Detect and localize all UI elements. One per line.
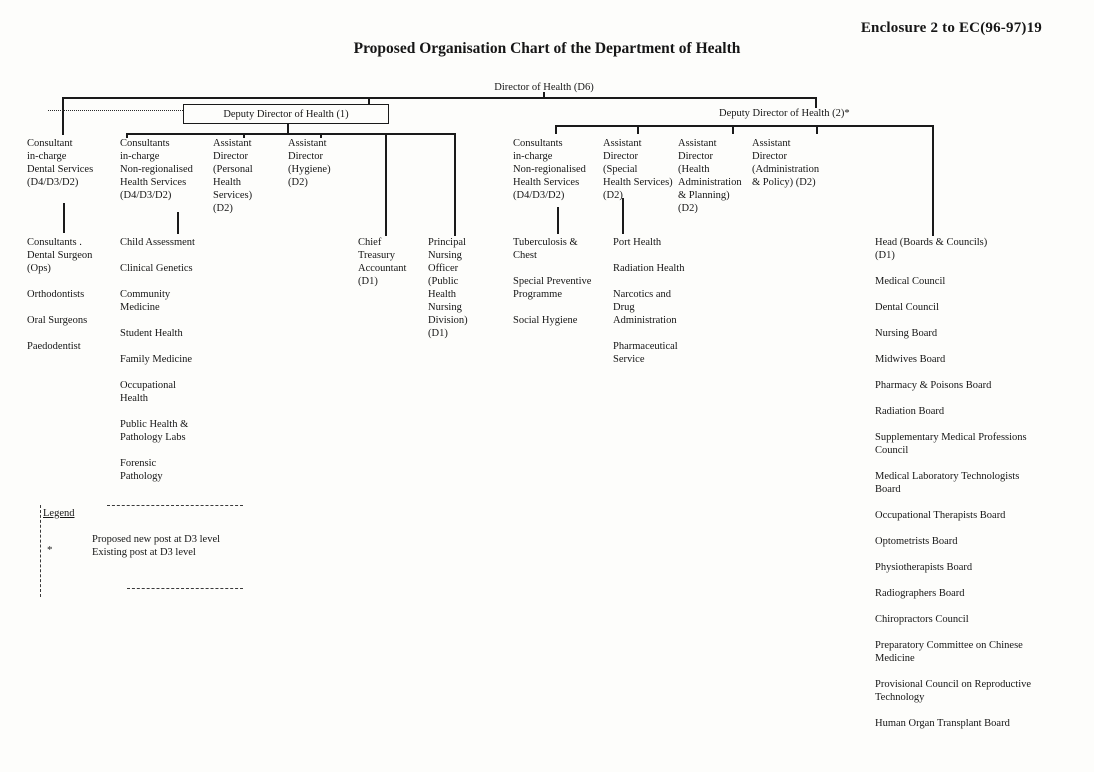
connector-line [543,92,545,99]
node-principal-nursing-officer: Principal Nursing Officer (Public Health… [428,237,468,339]
connector-line [287,124,289,134]
list-item: Public Health & Pathology Labs [120,419,189,443]
list-item: Forensic Pathology [120,458,163,482]
deputy-1-label: Deputy Director of Health (1) [223,108,349,120]
list-item: Radiation Board [875,406,945,417]
connector-line [126,133,128,138]
list-item: Consultants . Dental Surgeon (Ops) [27,237,93,274]
connector-line [385,133,387,236]
connector-line [816,125,818,134]
connector-line [732,125,734,134]
list-item: Social Hygiene [513,315,578,326]
connector-line [555,125,934,127]
connector-line [454,133,456,236]
list-item: Supplementary Medical Professions Counci… [875,432,1027,456]
list-item: Oral Surgeons [27,315,88,326]
proposed-dotted-line [48,110,183,111]
list-item: Occupational Therapists Board [875,510,1006,521]
list-item: Physiotherapists Board [875,562,973,573]
list-item: Medical Council [875,276,946,287]
legend-title: Legend [43,508,75,519]
connector-line [815,97,817,108]
legend-item-proposed: Proposed new post at D3 level [92,534,221,545]
list-item: Human Organ Transplant Board [875,718,1010,729]
list-item: Pharmacy & Poisons Board [875,380,992,391]
list-boards-councils: Head (Boards & Councils) (D1) Medical Cou… [875,236,1031,743]
list-item: Family Medicine [120,354,193,365]
list-item: Child Assessment [120,237,195,248]
connector-line [243,133,245,138]
list-item: Tuberculosis & Chest [513,237,578,261]
page-title: Proposed Organisation Chart of the Depar… [353,40,741,57]
connector-line [622,198,624,234]
connector-line [63,203,65,233]
node-ad-special-health-services: Assistant Director (Special Health Servi… [603,138,673,201]
node-ad-hygiene: Assistant Director (Hygiene) (D2) [288,138,331,188]
legend-border-top [107,505,243,506]
legend-border-bottom [127,588,243,589]
connector-line [177,212,179,234]
list-item: Community Medicine [120,289,171,313]
node-ad-personal-health-services: Assistant Director (Personal Health Serv… [213,138,253,214]
list-item: Special Preventive Programme [513,276,592,300]
list-item: Radiation Health [613,263,685,274]
list-item: Paedodentist [27,341,81,352]
node-ad-health-admin-planning: Assistant Director (Health Administratio… [678,138,742,214]
asterisk-symbol: * [47,544,53,556]
node-deputy-director-2: Deputy Director of Health (2)* [719,108,850,119]
list-item: Radiographers Board [875,588,965,599]
connector-line [368,97,370,105]
list-item: Provisional Council on Reproductive Tech… [875,679,1032,703]
connector-line [932,125,934,236]
list-item: Narcotics and Drug Administration [613,289,677,326]
list-item: Chiropractors Council [875,614,969,625]
node-consultants-nonregionalised-1: Consultants in-charge Non-regionalised H… [120,138,193,201]
list-item: Port Health [613,237,662,248]
list-item: Nursing Board [875,328,938,339]
list-item: Pharmaceutical Service [613,341,678,365]
connector-line [555,125,557,134]
connector-line [637,125,639,134]
list-item: Midwives Board [875,354,946,365]
list-item: Clinical Genetics [120,263,193,274]
node-consultant-dental-services: Consultant in-charge Dental Services (D4… [27,138,94,188]
enclosure-ref: Enclosure 2 to EC(96-97)19 [860,20,1042,36]
node-chief-treasury-accountant: Chief Treasury Accountant (D1) [358,237,407,287]
connector-line [126,133,456,135]
connector-line [62,97,64,135]
list-item: Medical Laboratory Technologists Board [875,471,1020,495]
legend-border-left [40,505,41,597]
connector-line [557,207,559,234]
connector-line [320,133,322,138]
list-item: Occupational Health [120,380,176,404]
list-item: Student Health [120,328,183,339]
node-director: Director of Health (D6) [494,82,594,93]
node-deputy-director-1: Deputy Director of Health (1) [183,104,389,124]
list-item: Dental Council [875,302,939,313]
list-item: Optometrists Board [875,536,958,547]
legend-item-existing: Existing post at D3 level [92,547,196,558]
list-item: Preparatory Committee on Chinese Medicin… [875,640,1023,664]
node-ad-administration-policy: Assistant Director (Administration & Pol… [752,138,820,188]
connector-line [63,97,816,99]
list-item: Head (Boards & Councils) (D1) [875,237,988,261]
list-item: Orthodontists [27,289,85,300]
list-dental-units: Consultants . Dental Surgeon (Ops) Orthod… [27,236,92,366]
node-consultants-nonregionalised-2: Consultants in-charge Non-regionalised H… [513,138,586,201]
